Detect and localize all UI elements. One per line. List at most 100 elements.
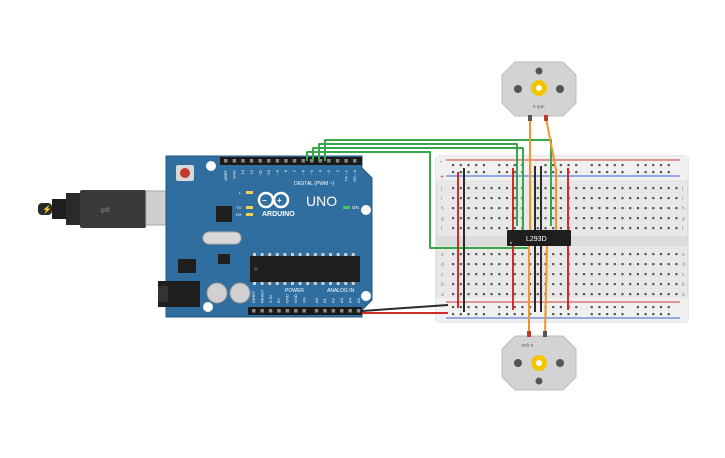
bottom-motor[interactable]: 0 rpm [501, 331, 577, 391]
breadboard-hole[interactable] [452, 227, 455, 230]
breadboard-hole[interactable] [529, 263, 532, 266]
digital-pin-hole[interactable] [224, 159, 228, 163]
rail-hole[interactable] [521, 313, 524, 316]
power-analog-pin-holes[interactable] [252, 309, 361, 313]
digital-pin-hole[interactable] [292, 159, 297, 163]
breadboard-hole[interactable] [652, 273, 655, 276]
breadboard-hole[interactable] [613, 293, 616, 296]
breadboard-hole[interactable] [667, 263, 670, 266]
breadboard-hole[interactable] [667, 217, 670, 220]
rail-hole[interactable] [636, 164, 639, 167]
breadboard-hole[interactable] [598, 273, 601, 276]
breadboard-hole[interactable] [575, 217, 578, 220]
breadboard-hole[interactable] [536, 283, 539, 286]
rail-hole[interactable] [498, 164, 501, 167]
rail-hole[interactable] [452, 164, 455, 167]
wire-orange-top-2[interactable] [545, 117, 557, 232]
rail-hole[interactable] [590, 306, 593, 309]
breadboard-hole[interactable] [644, 207, 647, 210]
breadboard-hole[interactable] [552, 207, 555, 210]
rail-hole[interactable] [621, 171, 624, 174]
breadboard-hole[interactable] [629, 217, 632, 220]
breadboard-hole[interactable] [582, 283, 586, 286]
breadboard-hole[interactable] [467, 293, 470, 296]
rail-hole[interactable] [559, 171, 562, 174]
power-analog-pin-hole[interactable] [323, 309, 327, 313]
breadboard-hole[interactable] [467, 187, 470, 190]
breadboard-hole[interactable] [521, 293, 524, 296]
l293d-driver[interactable]: L293D [507, 230, 571, 246]
breadboard-hole[interactable] [513, 293, 516, 296]
breadboard-hole[interactable] [544, 197, 547, 200]
breadboard-hole[interactable] [498, 197, 501, 200]
breadboard-hole[interactable] [544, 217, 547, 220]
rail-hole[interactable] [667, 171, 670, 174]
breadboard-hole[interactable] [590, 283, 593, 286]
breadboard-hole[interactable] [552, 263, 555, 266]
rail-hole[interactable] [659, 164, 663, 167]
breadboard-hole[interactable] [659, 217, 663, 220]
breadboard-hole[interactable] [636, 187, 639, 190]
breadboard-hole[interactable] [629, 253, 632, 256]
rail-hole[interactable] [606, 171, 609, 174]
breadboard-hole[interactable] [652, 187, 655, 190]
rail-hole[interactable] [475, 164, 478, 167]
breadboard-hole[interactable] [621, 197, 624, 200]
breadboard-hole[interactable] [575, 187, 578, 190]
breadboard-hole[interactable] [544, 187, 547, 190]
rail-hole[interactable] [659, 306, 663, 309]
breadboard-hole[interactable] [613, 217, 616, 220]
power-analog-pin-hole[interactable] [348, 309, 352, 313]
breadboard-hole[interactable] [490, 263, 493, 266]
breadboard-hole[interactable] [552, 227, 555, 230]
rail-hole[interactable] [621, 313, 624, 316]
breadboard-hole[interactable] [452, 197, 455, 200]
rail-hole[interactable] [590, 164, 593, 167]
breadboard-hole[interactable] [536, 253, 539, 256]
rail-hole[interactable] [598, 306, 601, 309]
rail-hole[interactable] [606, 164, 609, 167]
power-analog-pin-hole[interactable] [356, 309, 361, 313]
breadboard-hole[interactable] [606, 207, 609, 210]
rail-hole[interactable] [552, 164, 555, 167]
rail-hole[interactable] [652, 164, 655, 167]
rail-hole[interactable] [598, 164, 601, 167]
rail-hole[interactable] [613, 306, 616, 309]
rail-hole[interactable] [513, 171, 516, 174]
breadboard-hole[interactable] [498, 207, 501, 210]
power-analog-pin-hole[interactable] [314, 309, 319, 313]
breadboard-hole[interactable] [475, 293, 478, 296]
breadboard-hole[interactable] [498, 293, 501, 296]
breadboard-hole[interactable] [582, 207, 586, 210]
breadboard-hole[interactable] [598, 293, 601, 296]
breadboard-hole[interactable] [452, 187, 455, 190]
rail-hole[interactable] [505, 313, 509, 316]
usb-cable[interactable]: ⚡ ⇌ [38, 190, 146, 228]
rail-hole[interactable] [644, 313, 647, 316]
rail-hole[interactable] [498, 171, 501, 174]
rail-hole[interactable] [667, 164, 670, 167]
rail-hole[interactable] [652, 171, 655, 174]
breadboard-hole[interactable] [559, 227, 562, 230]
breadboard-hole[interactable] [559, 217, 562, 220]
breadboard-hole[interactable] [621, 217, 624, 220]
breadboard-hole[interactable] [559, 273, 562, 276]
breadboard-hole[interactable] [606, 197, 609, 200]
breadboard-hole[interactable] [467, 273, 470, 276]
rail-hole[interactable] [567, 313, 570, 316]
rail-hole[interactable] [513, 313, 516, 316]
breadboard-hole[interactable] [629, 187, 632, 190]
breadboard-hole[interactable] [621, 253, 624, 256]
breadboard-hole[interactable] [675, 187, 678, 190]
breadboard-hole[interactable] [490, 293, 493, 296]
breadboard-hole[interactable] [590, 293, 593, 296]
breadboard-hole[interactable] [513, 227, 516, 230]
breadboard-hole[interactable] [482, 253, 485, 256]
breadboard-hole[interactable] [536, 217, 539, 220]
breadboard-hole[interactable] [459, 283, 462, 286]
breadboard-hole[interactable] [613, 283, 616, 286]
breadboard-hole[interactable] [659, 283, 663, 286]
breadboard-hole[interactable] [482, 283, 485, 286]
wire-green-1[interactable] [306, 151, 528, 249]
